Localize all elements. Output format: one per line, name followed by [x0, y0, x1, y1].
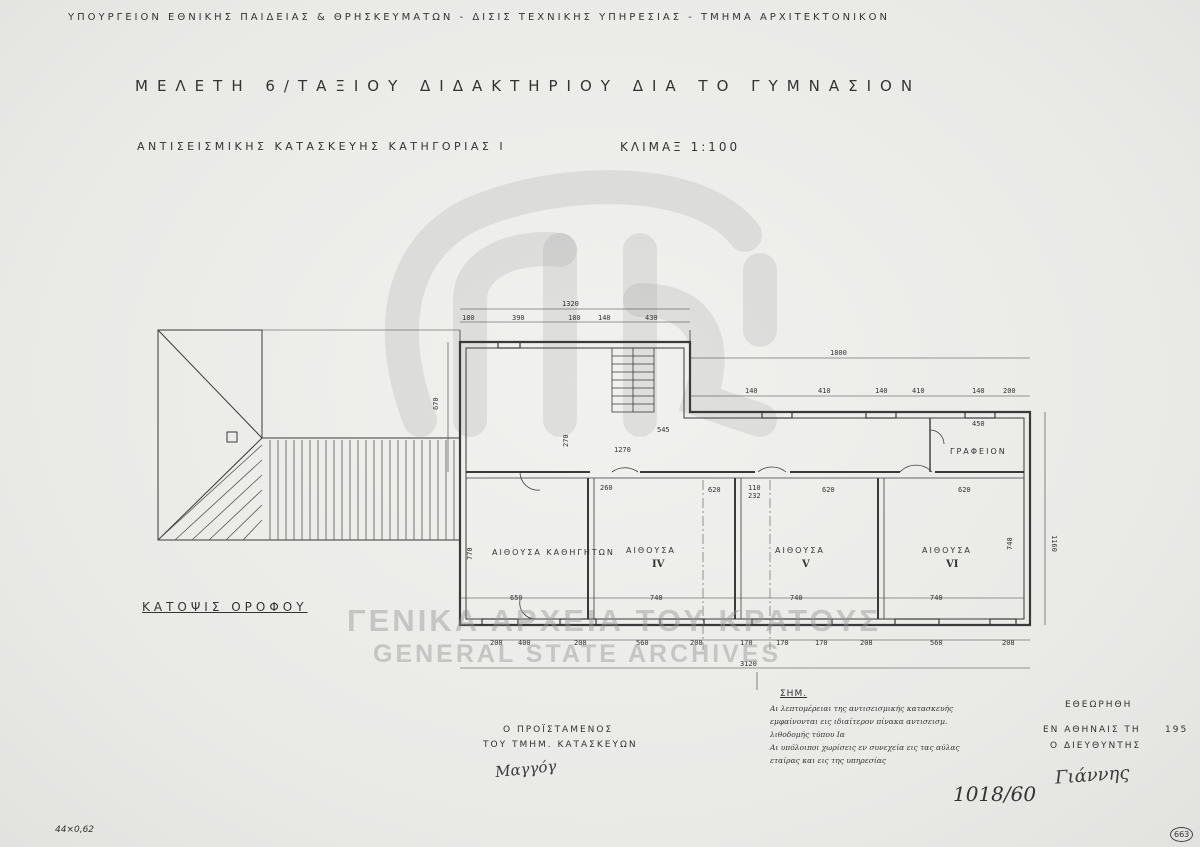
dim-top-5: 430	[645, 314, 658, 322]
approval-year: 195	[1165, 725, 1189, 735]
corridor-wall	[466, 471, 1024, 479]
note-line-1: Αι λεπτομέρειαι της αντισεισμικής κατασκ…	[770, 704, 954, 713]
dim-bottom-seg-2: 400	[518, 639, 531, 647]
windows-top	[497, 341, 996, 419]
dim-misc-232: 232	[748, 492, 761, 500]
dim-right-inner: 740	[1006, 537, 1014, 550]
drawing-subtitle: ΑΝΤΙΣΕΙΣΜΙΚΗΣ ΚΑΤΑΣΚΕΥΗΣ ΚΑΤΗΓΟΡΙΑΣ I	[137, 140, 507, 153]
dim-class-4: 620	[708, 486, 721, 494]
dim-bottom-seg-11: 208	[1002, 639, 1015, 647]
dim-ur-2: 410	[818, 387, 831, 395]
room-numeral-4: IV	[652, 559, 665, 570]
dim-bottom-inner-2: 740	[650, 594, 663, 602]
dim-bottom-inner-1: 650	[510, 594, 523, 602]
dim-bottom-overall: 3120	[740, 660, 757, 668]
note-line-3: λιθοδομής τύπου Ια	[770, 730, 845, 739]
dim-mid-center: 545	[657, 426, 670, 434]
dim-top-2: 390	[512, 314, 525, 322]
dim-bottom-seg-1: 208	[490, 639, 503, 647]
floor-plan-label: ΚΑΤΟΨΙΣ ΟΡΟΦΟΥ	[142, 600, 308, 614]
room-label-6: ΑΙΘΟΥΣΑ	[922, 546, 972, 555]
doors	[519, 429, 945, 620]
dim-bottom-inner-4: 740	[930, 594, 943, 602]
dim-misc-450: 450	[972, 420, 985, 428]
room-label-5: ΑΙΘΟΥΣΑ	[775, 546, 825, 555]
dim-ur-5: 140	[972, 387, 985, 395]
head-title-line1: Ο ΠΡΟΪΣΤΑΜΕΝΟΣ	[503, 725, 614, 735]
dim-top-4: 140	[598, 314, 611, 322]
dim-top-3: 180	[568, 314, 581, 322]
dim-misc-260: 260	[600, 484, 613, 492]
windows-bottom	[481, 618, 1017, 626]
classroom-dividers	[587, 478, 885, 619]
approval-line3: Ο ΔΙΕΥΘΥΝΤΗΣ	[1050, 741, 1142, 751]
room-label-office: ΓΡΑΦΕΙΟΝ	[950, 447, 1007, 456]
dim-bottom-seg-4: 560	[636, 639, 649, 647]
head-title-line2: ΤΟΥ ΤΜΗΜ. ΚΑΤΑΣΚΕΥΩΝ	[483, 740, 638, 750]
dim-ur-6: 200	[1003, 387, 1016, 395]
room-numeral-6: VI	[945, 559, 959, 570]
dim-ur-4: 410	[912, 387, 925, 395]
room-numeral-5: V	[801, 559, 810, 570]
dim-top-1: 180	[462, 314, 475, 322]
dim-misc-270: 270	[562, 434, 570, 447]
dim-class-6: 620	[958, 486, 971, 494]
drawing-title: ΜΕΛΕΤΗ 6/ΤΑΞΙΟΥ ΔΙΔΑΚΤΗΡΙΟΥ ΔΙΑ ΤΟ ΓΥΜΝΑ…	[135, 77, 922, 95]
corner-code: 44×0,62	[55, 825, 95, 835]
watermark-english: GENERAL STATE ARCHIVES	[373, 640, 782, 668]
room-label-staff: ΑΙΘΟΥΣΑ ΚΑΘΗΓΗΤΩΝ	[492, 548, 615, 557]
dim-misc-110: 110	[748, 484, 761, 492]
note-line-2: εμφαίνονται εις ιδιαίτερον πίνακα αντισε…	[770, 717, 948, 726]
note-line-4: Αι υπόλοιποι χωρίσεις εν συνεχεία εις τα…	[770, 743, 960, 752]
note-line-5: εταίρας και εις της υπηρεσίας	[770, 756, 887, 765]
dim-class-5: 620	[822, 486, 835, 494]
page-stamp: 663	[1170, 827, 1194, 842]
dim-bottom-seg-7: 170	[776, 639, 789, 647]
dim-right-height: 1160	[1050, 535, 1058, 552]
centre-lines	[702, 480, 771, 650]
drawing-scale: ΚΛΙΜΑΞ 1:100	[620, 140, 741, 154]
dim-left-height: 670	[432, 397, 440, 410]
dim-left-inner: 770	[466, 547, 474, 560]
dim-bottom-seg-5: 208	[690, 639, 703, 647]
dim-ur-3: 140	[875, 387, 888, 395]
staircase	[611, 347, 655, 413]
approval-line2: ΕΝ ΑΘΗΝΑΙΣ ΤΗ	[1043, 725, 1141, 735]
adjacent-roof	[157, 329, 461, 541]
dim-bottom-seg-10: 560	[930, 639, 943, 647]
dim-mid-left: 1270	[614, 446, 631, 454]
dim-bottom-seg-9: 208	[860, 639, 873, 647]
room-label-4: ΑΙΘΟΥΣΑ	[626, 546, 676, 555]
approval-line1: ΕΘΕΩΡΗΘΗ	[1065, 700, 1133, 710]
ministry-line: ΥΠΟΥΡΓΕΙΟΝ ΕΘΝΙΚΗΣ ΠΑΙΔΕΙΑΣ & ΘΡΗΣΚΕΥΜΑΤ…	[68, 12, 890, 23]
dim-ur-1: 140	[745, 387, 758, 395]
dim-bottom-seg-6: 170	[740, 639, 753, 647]
dim-overall-top: 1320	[562, 300, 579, 308]
watermark-greek: ΓΕΝΙΚΑ ΑΡΧΕΙΑ ΤΟΥ ΚΡΑΤΟΥΣ	[347, 603, 881, 638]
exterior-walls	[458, 340, 1032, 627]
dim-bottom-inner-3: 740	[790, 594, 803, 602]
dim-bottom-seg-3: 208	[574, 639, 587, 647]
dim-upper-right-overall: 1800	[830, 349, 847, 357]
notes-title: ΣΗΜ.	[780, 689, 808, 699]
dimension-lines	[447, 308, 1046, 690]
archive-number: 1018/60	[953, 782, 1037, 806]
dim-bottom-seg-8: 170	[815, 639, 828, 647]
